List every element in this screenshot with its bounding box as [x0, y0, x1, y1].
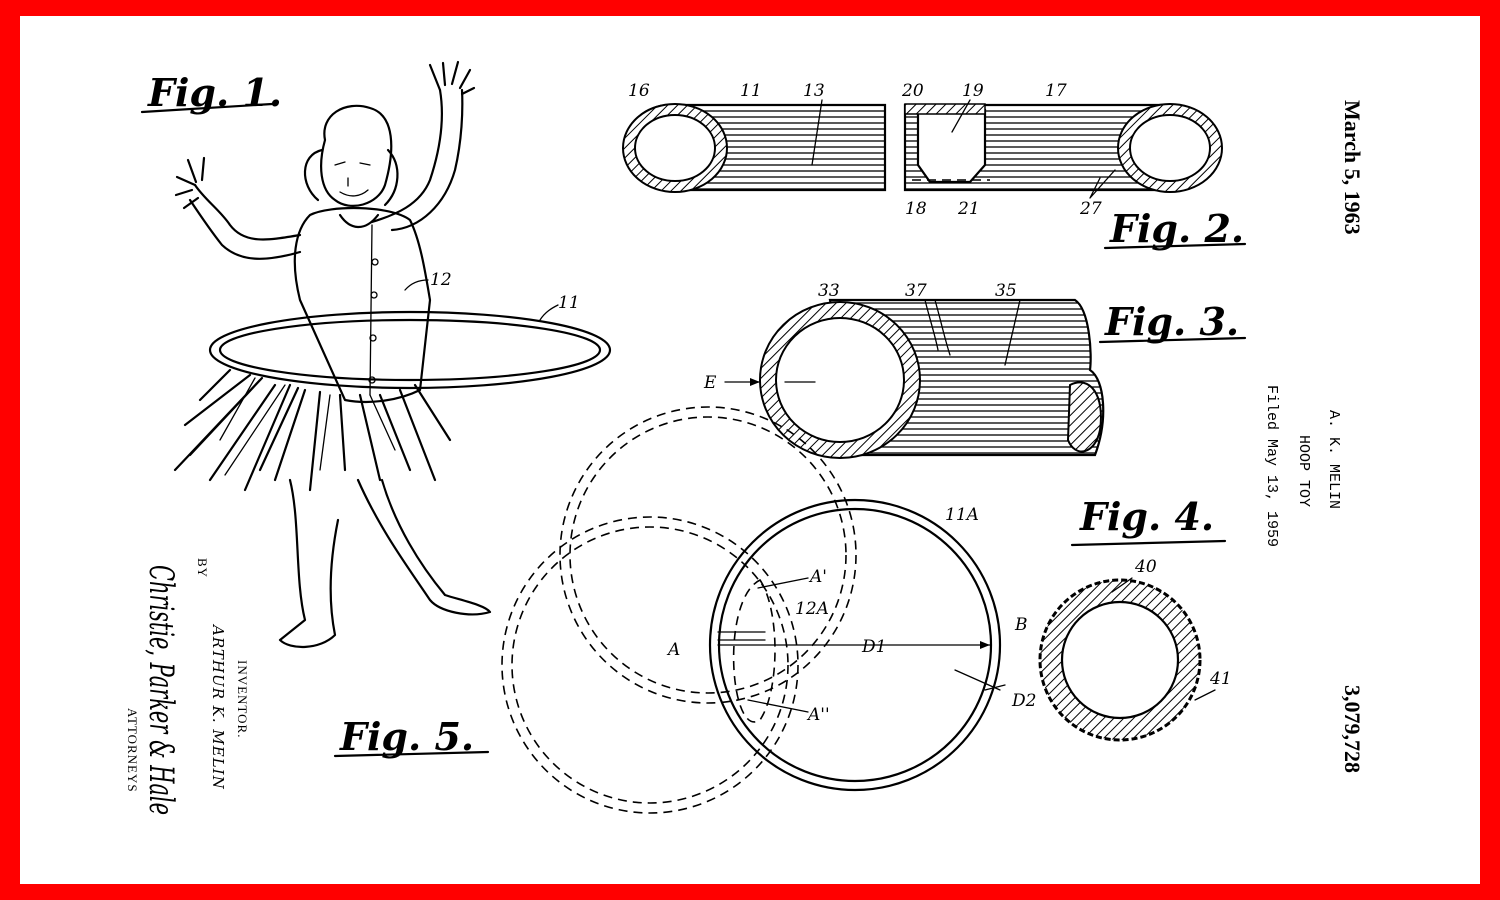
fig4-label-41: 41 — [1209, 669, 1232, 689]
fig3-label-33: 33 — [818, 281, 840, 301]
patent-date-group: March 5, 1963 — [1340, 100, 1365, 235]
fig3-title: Fig. 3. — [1104, 299, 1239, 344]
fig2-label-27: 27 — [1079, 199, 1102, 219]
inventor-short: A. K. MELIN — [1325, 410, 1342, 509]
fig2-label-13: 13 — [803, 81, 825, 101]
inventor-short-group: A. K. MELIN — [1325, 410, 1342, 509]
fig1-girl-drawing: Fig. 1. 12 11 — [140, 60, 612, 649]
inventor-heading: INVENTOR. — [235, 660, 250, 738]
patent-number-group: 3,079,728 — [1340, 685, 1365, 773]
fig1-label-12: 12 — [430, 270, 452, 290]
fig4-ribbed-section: 40 41 Fig. 4. — [1038, 494, 1232, 742]
attorneys-group: ATTORNEYS — [125, 708, 140, 793]
fig5-label-A-double-prime: A'' — [806, 705, 830, 725]
patent-title: HOOP TOY — [1295, 435, 1312, 507]
fig3-label-37: 37 — [905, 281, 927, 301]
by-label: BY — [195, 558, 210, 578]
fig5-label-11A: 11A — [945, 505, 979, 525]
fig2-tube-joint: 16 11 13 20 19 17 18 21 27 Fig. 2. — [622, 81, 1247, 251]
attorneys-label: ATTORNEYS — [125, 708, 140, 793]
attorney-signature: Christie, Parker & Hale — [141, 565, 181, 815]
filed-date-group: Filed May 13, 1959 — [1263, 385, 1280, 547]
inventor-name-group: ARTHUR K. MELIN — [209, 623, 227, 790]
inventor-heading-group: INVENTOR. — [235, 660, 250, 738]
fig2-label-11: 11 — [740, 81, 762, 101]
fig1-label-11: 11 — [558, 293, 580, 313]
fig5-label-A-prime: A' — [808, 567, 827, 587]
fig4-label-40: 40 — [1134, 557, 1157, 577]
by-group: BY — [195, 558, 210, 578]
fig5-hoop-geometry: 11A A' 12A A D1 B A'' D2 Fig. 5. — [333, 406, 1036, 814]
fig2-label-19: 19 — [962, 81, 984, 101]
fig5-label-12A: 12A — [795, 599, 829, 619]
inventor-name: ARTHUR K. MELIN — [209, 623, 227, 790]
fig5-label-D1: D1 — [861, 637, 886, 657]
patent-date: March 5, 1963 — [1340, 100, 1365, 235]
fig2-label-18: 18 — [905, 199, 927, 219]
fig2-title: Fig. 2. — [1109, 206, 1244, 251]
fig4-title: Fig. 4. — [1079, 494, 1214, 539]
fig3-label-E: E — [703, 373, 717, 393]
patent-number: 3,079,728 — [1340, 685, 1365, 773]
fig5-label-D2: D2 — [1011, 691, 1036, 711]
filed-date: Filed May 13, 1959 — [1263, 385, 1280, 547]
attorney-signature-group: Christie, Parker & Hale — [141, 565, 181, 815]
fig2-label-17: 17 — [1045, 81, 1067, 101]
fig5-label-B: B — [1014, 615, 1028, 635]
fig5-title: Fig. 5. — [339, 714, 474, 759]
fig2-label-16: 16 — [628, 81, 650, 101]
fig2-label-21: 21 — [957, 199, 980, 219]
fig3-tube-section: E 33 37 35 Fig. 3. — [703, 281, 1247, 459]
fig5-label-A: A — [666, 640, 680, 660]
fig2-label-20: 20 — [901, 81, 924, 101]
patent-title-group: HOOP TOY — [1295, 435, 1312, 507]
fig3-label-35: 35 — [995, 281, 1017, 301]
